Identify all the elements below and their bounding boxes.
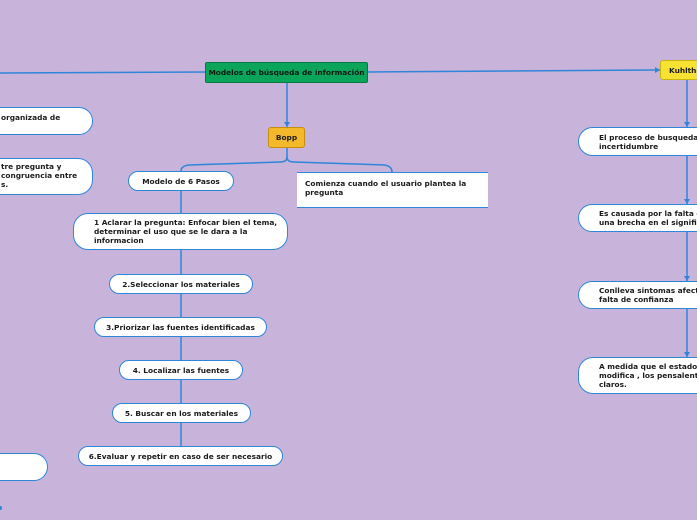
paso-5-node[interactable]: 5. Buscar en los materiales <box>112 403 251 423</box>
kuhlthau-item-4-label: A medida que el estado d modifica , los … <box>599 362 697 389</box>
kuhlthau-item-3[interactable]: Conlleva sintomas afectiv falta de confi… <box>578 281 697 309</box>
modelo-6-pasos-label: Modelo de 6 Pasos <box>142 176 220 186</box>
paso-1-node[interactable]: 1 Aclarar la pregunta: Enfocar bien el t… <box>73 213 288 250</box>
root-label: Modelos de búsqueda de información <box>208 68 365 77</box>
paso-2-label: 2.Seleccionar los materiales <box>122 279 240 289</box>
modelo-6-pasos-node[interactable]: Modelo de 6 Pasos <box>128 171 234 191</box>
paso-6-node[interactable]: 6.Evaluar y repetir en caso de ser neces… <box>78 446 283 466</box>
kuhlthau-node[interactable]: Kuhltha <box>660 60 697 80</box>
left-item-3[interactable] <box>0 453 48 481</box>
left-item-2-label: tre pregunta y congruencia entre s. <box>1 162 78 189</box>
kuhlthau-item-2-label: Es causada por la falta de una brecha en… <box>599 209 697 227</box>
comienza-node[interactable]: Comienza cuando el usuario plantea la pr… <box>297 172 488 208</box>
root-node[interactable]: Modelos de búsqueda de información <box>205 62 368 83</box>
bopp-label: Bopp <box>275 133 298 142</box>
paso-3-node[interactable]: 3.Priorizar las fuentes identificadas <box>94 317 267 337</box>
comienza-label: Comienza cuando el usuario plantea la pr… <box>305 179 467 197</box>
left-item-1-label: organizada de <box>1 112 61 122</box>
left-item-2[interactable]: tre pregunta y congruencia entre s. <box>0 158 93 195</box>
kuhlthau-item-2[interactable]: Es causada por la falta de una brecha en… <box>578 204 697 232</box>
paso-1-label: 1 Aclarar la pregunta: Enfocar bien el t… <box>94 218 278 245</box>
paso-4-node[interactable]: 4. Localizar las fuentes <box>119 360 243 380</box>
left-item-1[interactable]: organizada de <box>0 107 93 135</box>
kuhlthau-label: Kuhltha <box>669 65 697 75</box>
paso-4-label: 4. Localizar las fuentes <box>132 365 230 375</box>
kuhlthau-item-1[interactable]: El proceso de busqueda s incertidumbre <box>578 127 697 156</box>
paso-3-label: 3.Priorizar las fuentes identificadas <box>106 322 255 332</box>
kuhlthau-item-1-label: El proceso de busqueda s incertidumbre <box>599 132 697 151</box>
kuhlthau-item-3-label: Conlleva sintomas afectiv falta de confi… <box>599 286 697 304</box>
bopp-node[interactable]: Bopp <box>268 127 305 148</box>
paso-5-label: 5. Buscar en los materiales <box>124 408 239 418</box>
paso-2-node[interactable]: 2.Seleccionar los materiales <box>109 274 253 294</box>
paso-6-label: 6.Evaluar y repetir en caso de ser neces… <box>88 451 273 461</box>
kuhlthau-item-4[interactable]: A medida que el estado d modifica , los … <box>578 357 697 394</box>
